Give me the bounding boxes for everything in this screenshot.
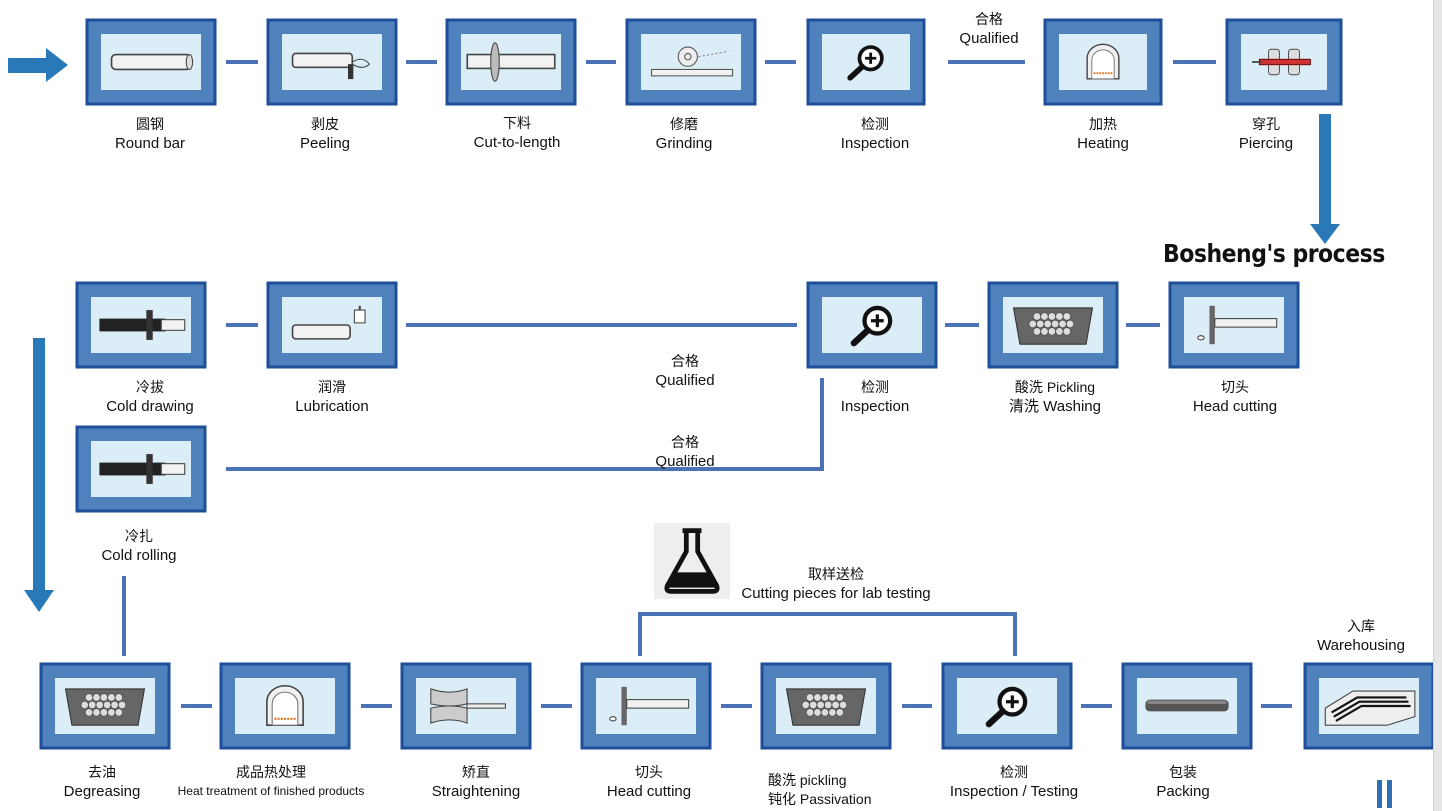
step-box-pipe (1121, 662, 1253, 750)
flow-arrows (8, 48, 1340, 612)
step-box-basket (987, 281, 1119, 369)
connector-lines (122, 60, 1292, 708)
step-box-tube (75, 281, 207, 369)
basket-icon (1012, 307, 1094, 345)
step-box-tube (75, 425, 207, 513)
step-box-cut (445, 18, 577, 106)
pause-icon[interactable] (1377, 780, 1393, 808)
step-box-grinding (625, 18, 757, 106)
step-box-rollers (400, 662, 532, 750)
step-box-piercing (1225, 18, 1343, 106)
step-box-head-cut (1168, 281, 1300, 369)
step-box-basket (39, 662, 171, 750)
basket-icon (64, 688, 146, 726)
basket-icon (785, 688, 867, 726)
step-box-furnace (1043, 18, 1163, 106)
right-scrollbar-edge (1433, 0, 1442, 811)
round-bar-icon (110, 53, 194, 71)
pipe-icon (1145, 699, 1229, 712)
step-box-magnifier (941, 662, 1073, 750)
process-title: Bosheng's process (1163, 240, 1385, 269)
furnace-icon (265, 684, 305, 727)
step-box-basket (760, 662, 892, 750)
furnace-icon (1085, 42, 1121, 81)
step-box-head-cut (580, 662, 712, 750)
step-box-peeling (266, 18, 398, 106)
step-box-round-bar (85, 18, 217, 106)
step-box-lubrication (266, 281, 398, 369)
lab-flask-icon (654, 523, 730, 599)
step-box-magnifier (806, 281, 938, 369)
step-box-magnifier (806, 18, 926, 106)
step-box-furnace (219, 662, 351, 750)
step-box-rack (1303, 662, 1435, 750)
